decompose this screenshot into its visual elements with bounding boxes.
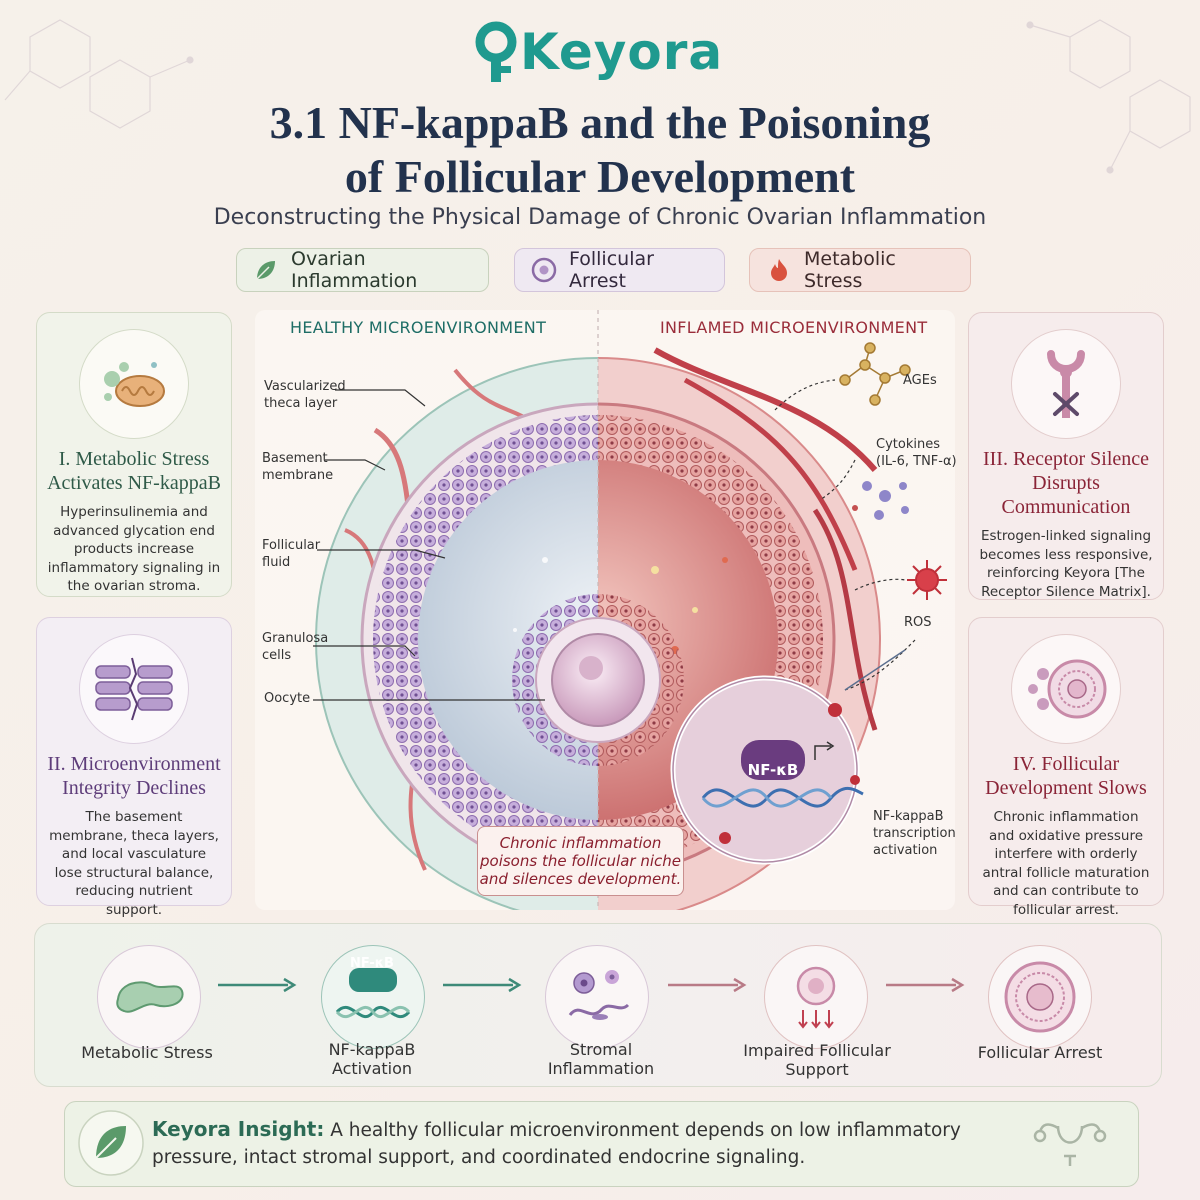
uterus-icon [1033, 1123, 1107, 1166]
step-label: Impaired Follicular Support [743, 1041, 891, 1079]
inflammation-callout: Chronic inflammation poisons the follicu… [477, 826, 684, 896]
stroma-cells-icon [568, 970, 630, 1020]
inflamed-heading: INFLAMED MICROENVIRONMENT [660, 318, 928, 337]
card-title: I. Metabolic Stress Activates NF-kappaB [47, 448, 221, 494]
card-title: III. Receptor Silence Disrupts Communica… [982, 448, 1150, 518]
nfkb-badge: NF-κB [747, 761, 799, 779]
step-stromal-inflammation [545, 945, 649, 1049]
arrow-icon [668, 977, 747, 993]
title-line-2: of Follicular Development [344, 151, 856, 202]
card-body: Chronic inflammation and oxidative press… [982, 809, 1150, 918]
card-metabolic-stress: I. Metabolic Stress Activates NF-kappaB … [36, 312, 232, 597]
molecule-decoration-left [4, 19, 194, 129]
nfkb-nucleus-inset [670, 675, 864, 865]
label-ros: ROS [904, 615, 932, 630]
tag-follicular-arrest: Follicular Arrest [514, 248, 725, 292]
insight-lead: Keyora Insight: [152, 1117, 325, 1141]
insight-body: A healthy follicular microenvironment de… [152, 1120, 961, 1168]
healthy-heading: HEALTHY MICROENVIRONMENT [290, 318, 547, 337]
ages-molecule-icon [839, 342, 911, 406]
card-receptor-silence: III. Receptor Silence Disrupts Communica… [968, 312, 1164, 600]
insight-text: Keyora Insight: A healthy follicular mic… [152, 1116, 1002, 1171]
leaf-icon [253, 257, 279, 283]
follicle-cross-section [313, 310, 947, 910]
leaf-circle-icon [78, 1110, 144, 1176]
impaired-follicle-icon [796, 966, 836, 1029]
blocked-receptor-icon [1011, 329, 1121, 439]
label-ages: AGEs [903, 373, 937, 388]
follicle-icon [531, 257, 557, 283]
brand-name: Keyora [520, 23, 724, 81]
step-metabolic-stress [97, 945, 201, 1049]
label-follicular-fluid: Follicular fluid [262, 538, 321, 570]
insight-box [64, 1101, 1139, 1187]
card-microenvironment-integrity: II. Microenvironment Integrity Declines … [36, 617, 232, 918]
arrow-icon [886, 977, 965, 993]
step-follicular-arrest [988, 945, 1092, 1049]
card-follicular-development: IV. Follicular Development Slows Chronic… [968, 617, 1164, 918]
card-body: Estrogen-linked signaling becomes less r… [979, 528, 1153, 600]
label-nfkb-caption: NF-kappaB transcription activation [873, 809, 956, 858]
follicle-stages-icon [1011, 634, 1121, 744]
pancreas-icon [116, 981, 184, 1013]
step-nfkb-activation [321, 945, 425, 1049]
step-impaired-support [764, 945, 868, 1049]
arrow-icon [443, 977, 522, 993]
step-label: Metabolic Stress [81, 1043, 213, 1062]
flame-icon [766, 257, 792, 283]
tag-ovarian-inflammation: Ovarian Inflammation [236, 248, 489, 292]
mitochondria-icon [79, 329, 189, 439]
brand-logo: Keyora [470, 14, 730, 90]
arrested-follicle-icon [1004, 961, 1076, 1033]
ros-icon [907, 560, 947, 600]
step-label: NF-kappaB Activation [328, 1040, 416, 1078]
label-cytokines: Cytokines (IL-6, TNF-α) [876, 437, 957, 469]
step-label: Stromal Inflammation [547, 1040, 655, 1078]
arrow-icon [218, 977, 297, 993]
page-subtitle: Deconstructing the Physical Damage of Ch… [213, 205, 987, 230]
label-basement-membrane: Basement membrane [262, 451, 334, 483]
dna-icon [335, 968, 411, 1019]
tag-label: Metabolic Stress [804, 248, 896, 292]
tag-label: Ovarian Inflammation [291, 248, 418, 292]
step-label: Follicular Arrest [977, 1043, 1103, 1062]
tag-metabolic-stress: Metabolic Stress [749, 248, 971, 292]
card-title: IV. Follicular Development Slows [985, 753, 1147, 799]
label-theca: Vascularized theca layer [264, 379, 346, 411]
card-title: II. Microenvironment Integrity Declines [47, 753, 221, 799]
card-body: The basement membrane, theca layers, and… [49, 809, 219, 918]
cytokines-icon [852, 481, 909, 520]
page-title: 3.1 NF-kappaB and the Poisoning of Folli… [0, 96, 1200, 204]
key-logo-icon [475, 21, 517, 82]
damaged-tissue-icon [79, 634, 189, 744]
oocyte [551, 633, 645, 727]
title-line-1: 3.1 NF-kappaB and the Poisoning [269, 97, 931, 148]
tag-label: Follicular Arrest [569, 248, 654, 292]
label-oocyte: Oocyte [264, 691, 311, 706]
card-body: Hyperinsulinemia and advanced glycation … [47, 504, 221, 594]
healthy-follicle [315, 357, 598, 910]
flow-nfkb-badge: NF-κB [350, 956, 394, 971]
label-granulosa: Granulosa cells [262, 631, 329, 663]
molecule-decoration-right [1026, 19, 1191, 174]
